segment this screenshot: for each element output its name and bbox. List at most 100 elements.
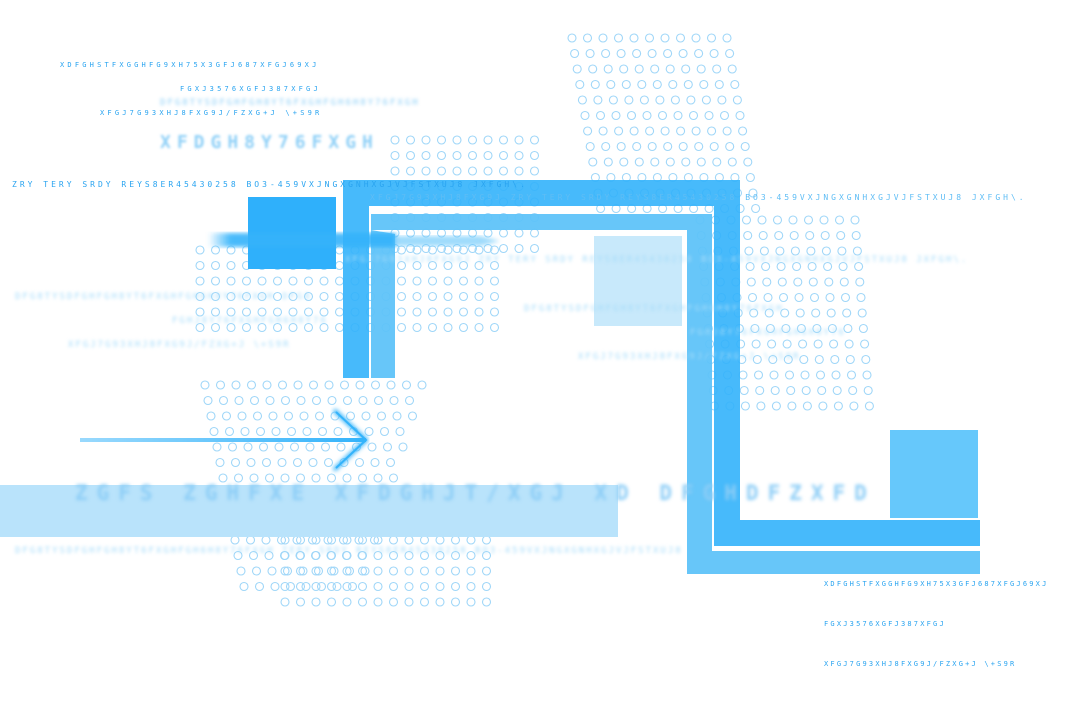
dot <box>419 566 430 576</box>
dot <box>756 401 766 411</box>
dot <box>450 581 461 592</box>
dot <box>676 126 686 136</box>
dot <box>311 597 321 607</box>
dot <box>489 307 500 317</box>
dot <box>717 95 727 105</box>
dot <box>588 157 598 167</box>
dot <box>319 291 329 302</box>
dot <box>806 246 816 256</box>
dot <box>303 322 314 333</box>
dot <box>840 292 851 303</box>
dot <box>388 566 399 576</box>
dot <box>195 322 205 333</box>
dot <box>749 308 759 318</box>
dot <box>329 566 339 576</box>
dot <box>370 380 381 390</box>
dot <box>301 581 311 592</box>
dot <box>405 150 416 161</box>
dot <box>514 166 524 176</box>
dot <box>845 354 855 365</box>
dot <box>529 135 540 145</box>
dot <box>450 597 461 607</box>
dot <box>277 457 287 468</box>
dot <box>361 411 371 421</box>
dot <box>740 141 750 152</box>
dot <box>838 261 848 272</box>
dot <box>466 550 476 561</box>
dot <box>339 380 350 390</box>
dot <box>443 322 453 333</box>
dot <box>837 246 847 256</box>
dot <box>808 277 818 287</box>
dot <box>467 166 478 176</box>
dot <box>790 246 800 256</box>
dot <box>210 307 221 317</box>
right-arrow-icon <box>80 408 369 472</box>
dot <box>603 157 613 167</box>
blur-line-2: XFGJ7G93XHJ8FXG9J ZRY TERY SRDY REYS8ER4… <box>345 255 969 265</box>
dot <box>707 126 717 136</box>
dot <box>694 48 704 59</box>
dot <box>780 308 790 318</box>
dot <box>452 166 462 176</box>
dot <box>751 339 761 349</box>
dot <box>241 307 252 317</box>
dot <box>498 150 509 161</box>
dot <box>783 354 793 365</box>
dot <box>709 48 719 59</box>
dot <box>257 276 267 286</box>
dot <box>681 64 691 74</box>
dot <box>833 401 843 411</box>
dot <box>248 550 259 561</box>
corner-line-3: XFGJ7G93XHJ8FXG9J/FZXG+J \+S9R <box>824 660 1017 668</box>
dot <box>632 48 642 59</box>
dot <box>264 550 274 561</box>
dot <box>474 307 484 317</box>
dot <box>286 426 297 437</box>
dot <box>373 566 383 576</box>
dot <box>817 385 827 396</box>
dot <box>704 110 714 121</box>
motion-bar <box>208 233 396 247</box>
dot <box>629 126 639 136</box>
code-line-1: XDFGHSTFXGGHFG9XH75X3GFJ687XFGJ69XJ <box>60 61 320 69</box>
dot <box>450 550 461 561</box>
dot <box>844 339 854 349</box>
dot <box>435 597 445 607</box>
dot <box>812 323 822 334</box>
dot <box>379 426 390 437</box>
dot <box>768 354 778 365</box>
dot <box>852 246 862 256</box>
dot <box>296 395 306 406</box>
dot <box>388 550 399 561</box>
dot <box>714 79 724 90</box>
dot <box>385 457 396 468</box>
dot <box>443 260 453 271</box>
dot <box>311 566 321 576</box>
dot <box>856 292 866 303</box>
dot <box>699 79 709 90</box>
dot <box>818 401 828 411</box>
dot <box>392 411 402 421</box>
dot <box>452 135 462 145</box>
dot <box>758 230 768 241</box>
dot <box>241 291 252 302</box>
dot <box>280 395 291 406</box>
huge-line: ZGFS ZGHFXE XFDGHJT/XGJ XD DFGHDFZXFD <box>75 481 876 505</box>
dot <box>396 260 407 271</box>
dot <box>427 276 438 286</box>
dot <box>319 307 329 317</box>
dot <box>691 33 701 43</box>
dot <box>226 276 236 286</box>
dot <box>757 215 767 225</box>
dot <box>467 135 478 145</box>
dot <box>272 322 283 333</box>
dot <box>226 291 236 302</box>
dot <box>862 370 872 380</box>
dot <box>474 276 484 286</box>
dot <box>572 64 582 74</box>
dot <box>264 473 275 483</box>
dot <box>489 260 500 271</box>
dot <box>280 473 290 483</box>
dot <box>373 581 383 592</box>
